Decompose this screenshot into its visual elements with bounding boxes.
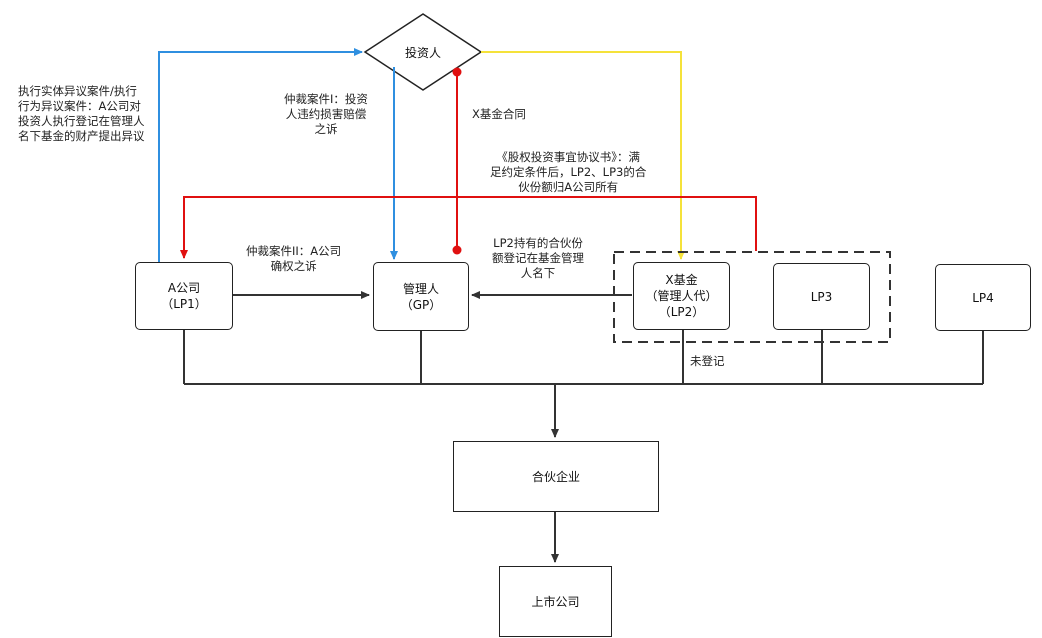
lp4-label: LP4	[972, 290, 994, 305]
label-fund-contract: X基金合同	[472, 107, 526, 121]
edge-objection	[158, 48, 363, 262]
node-lp3[interactable]: LP3	[773, 263, 870, 330]
agreement-line-1: 《股权投资事宜协议书》：满	[496, 150, 641, 164]
bus-lines	[183, 329, 984, 385]
arbitration2-line-1: 仲裁案件II：A公司	[246, 244, 342, 258]
node-fund-x[interactable]: X基金 （管理人代） （LP2）	[633, 262, 730, 330]
label-unregistered: 未登记	[690, 354, 725, 368]
agreement-line-2: 足约定条件后，LP2、LP3的合	[490, 165, 647, 179]
objection-line-1: 执行实体异议案件/执行	[18, 84, 137, 98]
arbitration1-line-3: 之诉	[314, 122, 338, 136]
edge-agreement	[180, 196, 757, 259]
fund-x-name: X基金	[665, 273, 698, 287]
registered-line-2: 额登记在基金管理	[492, 251, 584, 265]
arbitration1-line-1: 仲裁案件I：投资	[284, 92, 368, 106]
fund-group-dashed	[613, 251, 891, 343]
fund-x-role: （LP2）	[658, 305, 705, 319]
arbitration2-line-2: 确权之诉	[270, 259, 317, 273]
node-listed-company[interactable]: 上市公司	[499, 566, 612, 637]
fund-contract-dot-bottom	[452, 245, 462, 255]
node-lp4[interactable]: LP4	[935, 264, 1031, 331]
edge-yellow	[481, 51, 685, 260]
registered-line-1: LP2持有的合伙份	[493, 236, 583, 250]
agreement-line-3: 伙份额归A公司所有	[518, 180, 619, 194]
node-partnership[interactable]: 合伙企业	[453, 441, 659, 512]
label-registered: LP2持有的合伙份 额登记在基金管理 人名下	[492, 236, 584, 281]
label-arbitration2: 仲裁案件II：A公司 确权之诉	[246, 244, 341, 274]
objection-line-2: 行为异议案件：A公司对	[18, 99, 141, 113]
manager-role: （GP）	[400, 297, 442, 312]
arbitration1-line-2: 人违约损害赔偿	[285, 107, 367, 121]
partnership-label: 合伙企业	[531, 469, 580, 484]
objection-line-4: 名下基金的财产提出异议	[18, 129, 145, 143]
label-arbitration1: 仲裁案件I：投资 人违约损害赔偿 之诉	[284, 92, 368, 137]
registered-line-3: 人名下	[520, 266, 556, 280]
label-agreement: 《股权投资事宜协议书》：满 足约定条件后，LP2、LP3的合 伙份额归A公司所有	[490, 150, 646, 195]
node-manager[interactable]: 管理人 （GP）	[373, 262, 469, 331]
fund-x-manager: （管理人代）	[645, 289, 718, 303]
investor-label: 投资人	[404, 46, 441, 60]
fund-contract-dot-top	[452, 67, 462, 77]
objection-line-3: 投资人执行登记在管理人	[18, 114, 145, 128]
label-objection: 执行实体异议案件/执行 行为异议案件：A公司对 投资人执行登记在管理人 名下基金…	[18, 84, 145, 144]
company-a-role: （LP1）	[161, 297, 207, 311]
node-company-a[interactable]: A公司 （LP1）	[135, 262, 233, 330]
lp3-label: LP3	[810, 289, 833, 304]
manager-name: 管理人	[402, 281, 439, 296]
company-a-name: A公司	[167, 281, 201, 295]
listed-company-label: 上市公司	[531, 594, 580, 609]
